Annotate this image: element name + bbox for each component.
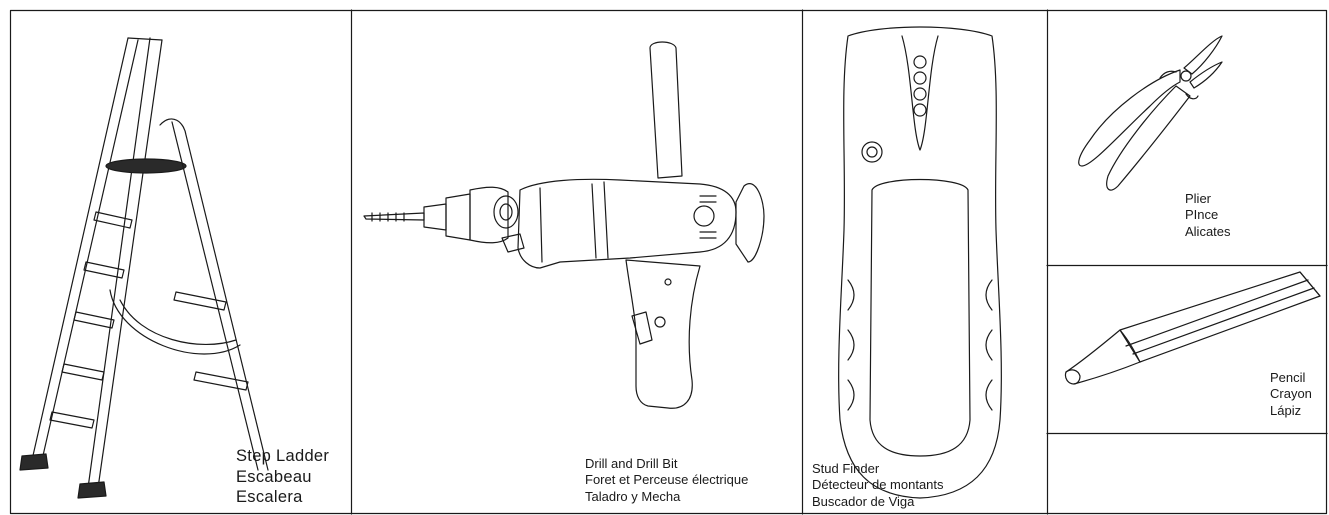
step-ladder-name-en: Step Ladder bbox=[236, 447, 330, 465]
pencil-label: Pencil Crayon Lápiz bbox=[1270, 370, 1312, 419]
step-ladder-illustration bbox=[19, 37, 269, 499]
pencil-name-es: Lápiz bbox=[1270, 402, 1302, 418]
drill-name-en: Drill and Drill Bit bbox=[585, 456, 678, 471]
plier-name-fr: PInce bbox=[1185, 207, 1219, 223]
stud-finder-name-en: Stud Finder bbox=[812, 461, 880, 476]
stud-finder-name-es: Buscador de Viga bbox=[812, 493, 915, 509]
pencil-illustration bbox=[1064, 271, 1321, 385]
panel-borders bbox=[9, 9, 1328, 515]
step-ladder-name-es: Escalera bbox=[236, 488, 303, 507]
drill-illustration bbox=[363, 41, 765, 409]
pencil-name-fr: Crayon bbox=[1270, 386, 1312, 402]
step-ladder-label: Step Ladder Escabeau Escalera bbox=[236, 446, 329, 508]
plier-name-es: Alicates bbox=[1185, 223, 1231, 239]
stud-finder-name-fr: Détecteur de montants bbox=[812, 477, 944, 493]
drill-label: Drill and Drill Bit Foret et Perceuse él… bbox=[585, 456, 748, 505]
pliers-illustration bbox=[1078, 35, 1223, 191]
drill-name-es: Taladro y Mecha bbox=[585, 488, 681, 504]
stud-finder-label: Stud Finder Détecteur de montants Buscad… bbox=[812, 461, 944, 510]
step-ladder-name-fr: Escabeau bbox=[236, 467, 312, 486]
plier-label: Plier PInce Alicates bbox=[1185, 191, 1231, 240]
stud-finder-illustration bbox=[838, 26, 1002, 499]
drill-name-fr: Foret et Perceuse électrique bbox=[585, 472, 749, 488]
plier-name-en: Plier bbox=[1185, 191, 1212, 206]
pencil-name-en: Pencil bbox=[1270, 370, 1306, 385]
